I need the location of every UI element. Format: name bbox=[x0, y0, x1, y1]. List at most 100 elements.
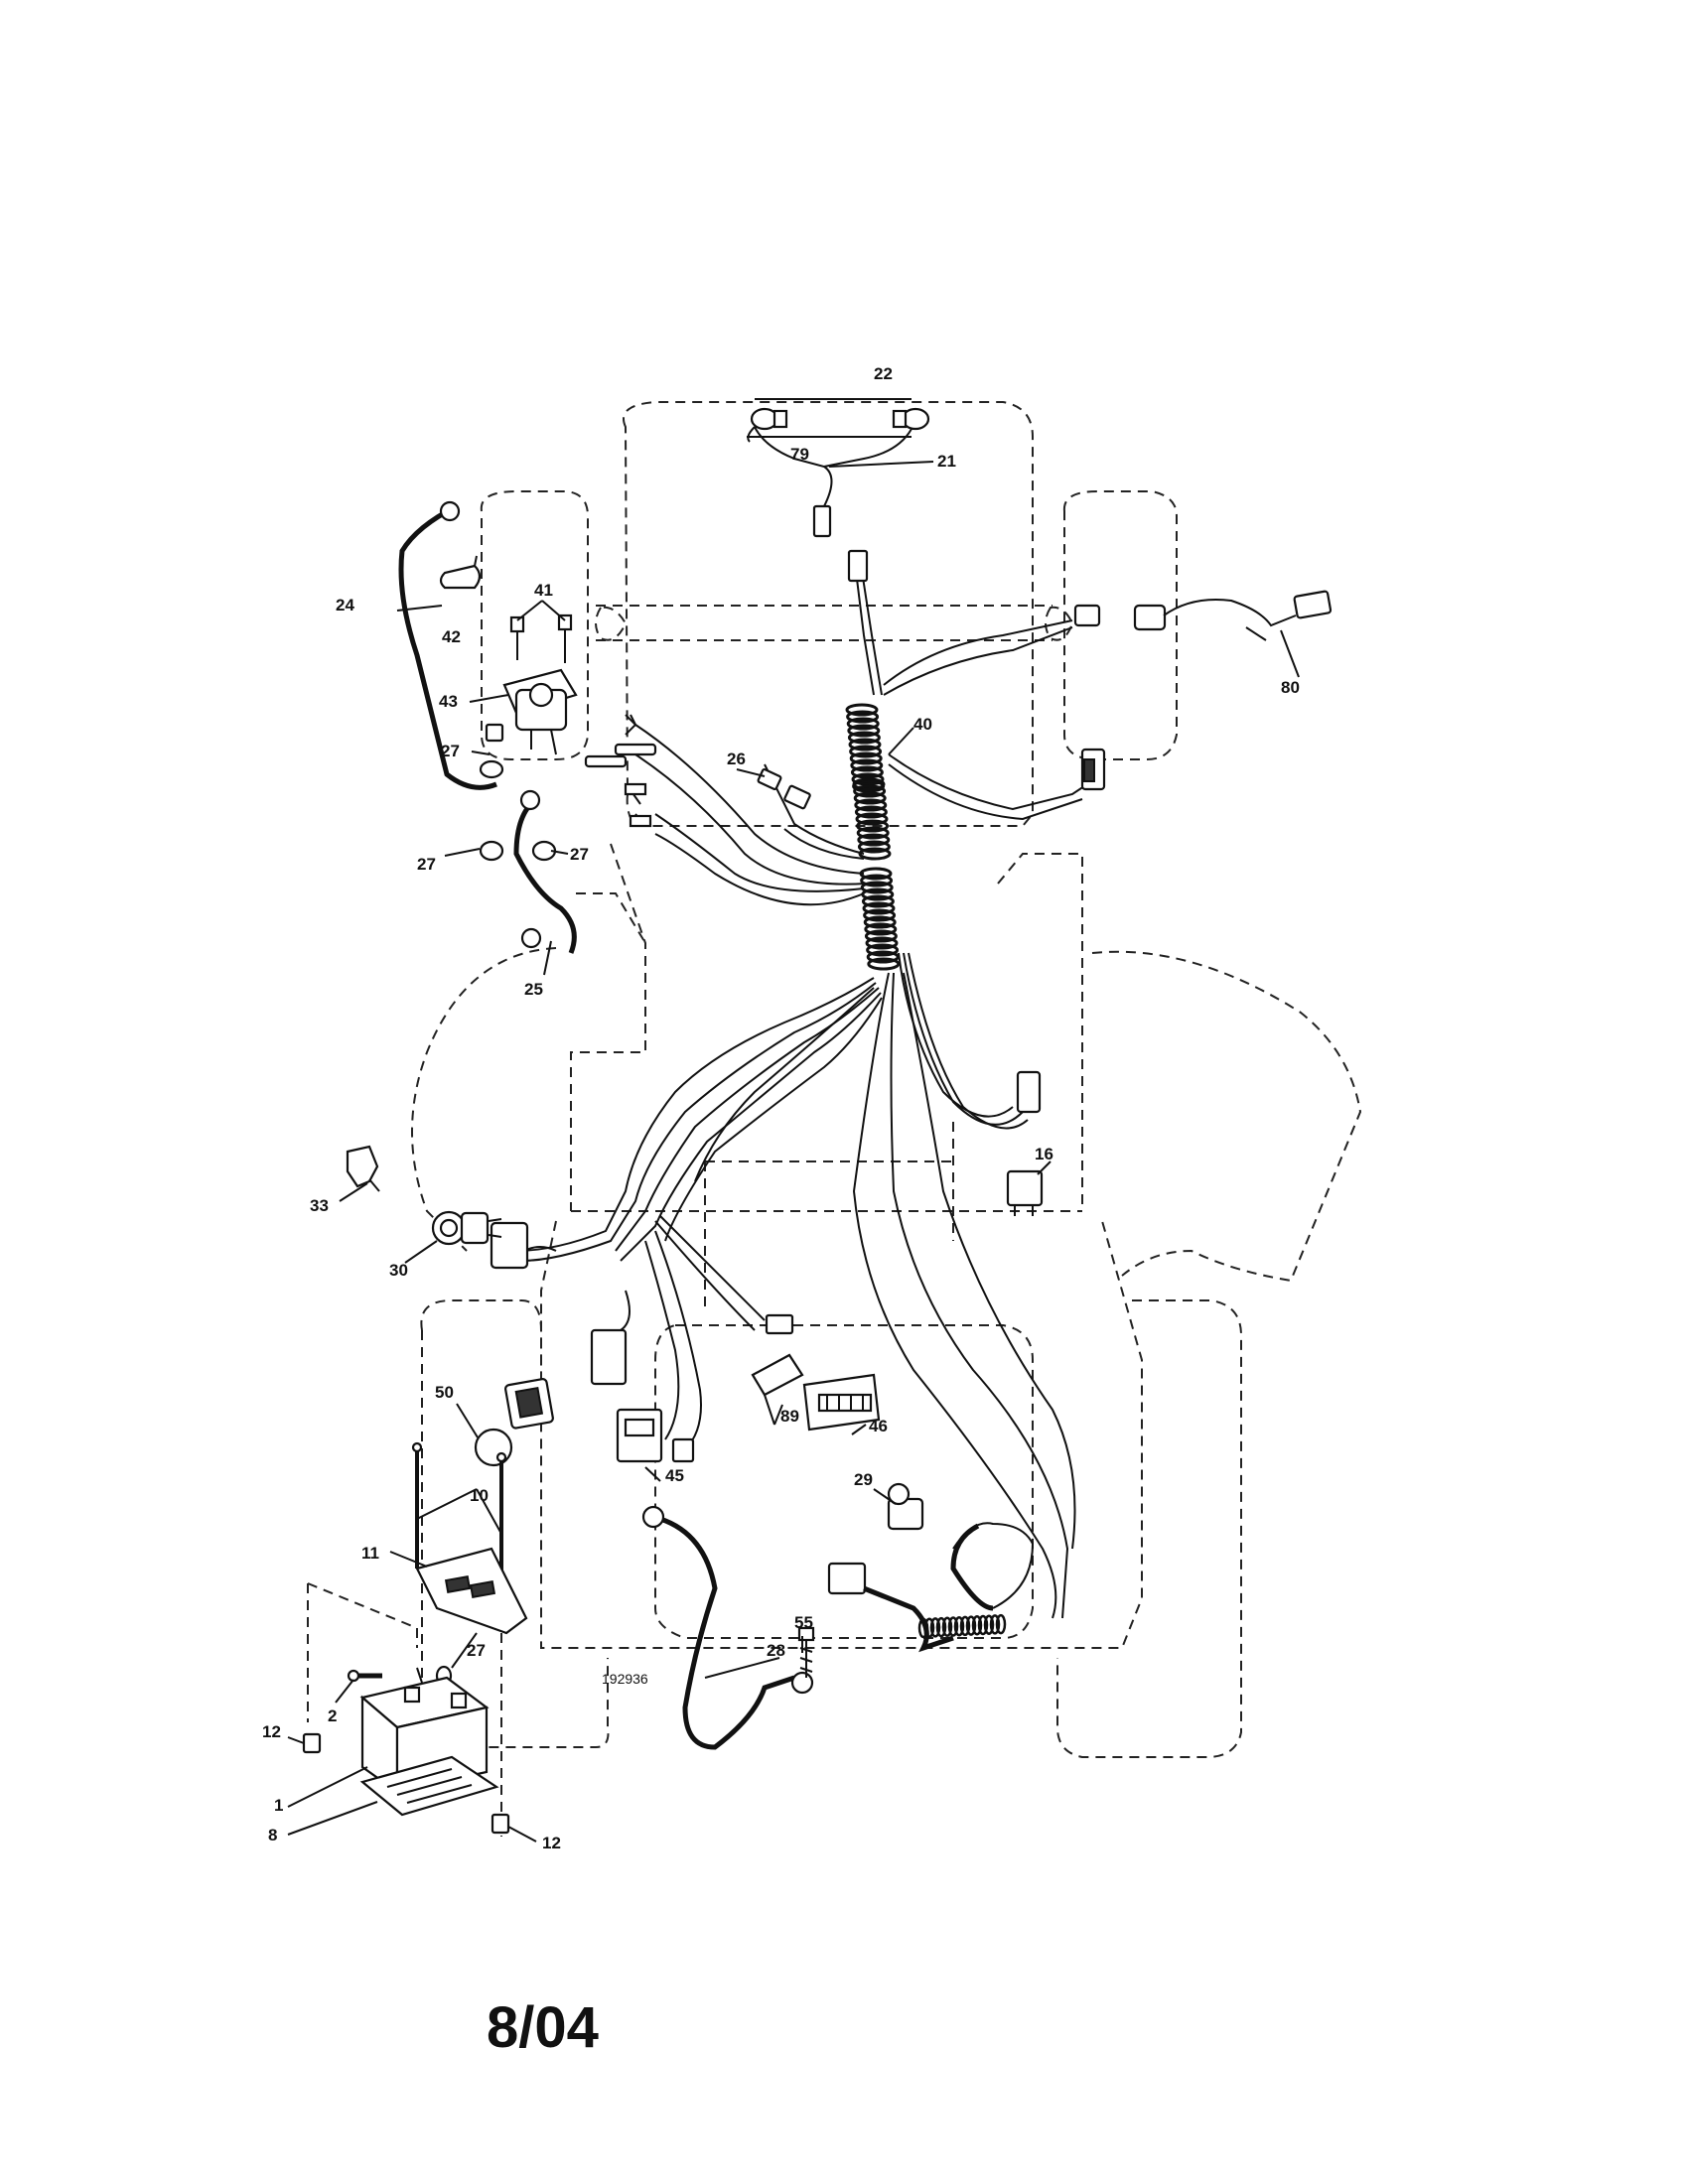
coil-ring bbox=[867, 957, 901, 971]
callout-41: 41 bbox=[534, 581, 553, 600]
callout-89: 89 bbox=[780, 1407, 799, 1426]
coil-ring bbox=[965, 1615, 977, 1636]
coil-ring bbox=[861, 894, 895, 908]
callout-30: 30 bbox=[389, 1261, 408, 1280]
hour-meter-45 bbox=[616, 1408, 663, 1482]
battery-cables bbox=[398, 500, 994, 1750]
coil-ring bbox=[929, 1617, 941, 1638]
coil-ring bbox=[845, 703, 879, 717]
coil-ring bbox=[977, 1614, 989, 1636]
coil-ring bbox=[865, 936, 899, 950]
callout-26: 26 bbox=[727, 750, 746, 768]
coil-ring bbox=[849, 745, 883, 758]
coil-ring bbox=[856, 826, 890, 840]
coil-ring bbox=[860, 881, 894, 894]
part-80-harness bbox=[1133, 590, 1333, 631]
coil-ring bbox=[947, 1616, 959, 1637]
callout-79: 79 bbox=[790, 445, 809, 464]
callout-43: 43 bbox=[439, 692, 458, 711]
callout-42: 42 bbox=[442, 627, 461, 646]
battery-bracket-11 bbox=[415, 1547, 528, 1635]
coil-ring bbox=[846, 710, 880, 724]
coil-ring bbox=[864, 922, 898, 936]
coil-ring bbox=[959, 1615, 971, 1637]
callout-12-left: 12 bbox=[262, 1722, 281, 1741]
coil-ring bbox=[854, 805, 888, 819]
coil-ring bbox=[849, 751, 883, 765]
callout-28: 28 bbox=[767, 1641, 785, 1660]
coil-ring bbox=[923, 1617, 935, 1638]
coil-ring bbox=[860, 874, 894, 887]
leader-lines bbox=[287, 398, 1300, 1843]
callout-21: 21 bbox=[937, 452, 956, 471]
coil-ring bbox=[862, 901, 896, 915]
coil-ring bbox=[941, 1616, 953, 1638]
solenoid-43 bbox=[485, 668, 578, 755]
callout-33: 33 bbox=[310, 1196, 329, 1215]
coil-ring bbox=[857, 840, 891, 854]
clip-42 bbox=[439, 555, 482, 590]
coil-ring bbox=[857, 833, 891, 847]
seat-coil-harness bbox=[863, 1522, 1035, 1653]
callout-27-battery: 27 bbox=[467, 1641, 486, 1660]
coil-ring bbox=[850, 765, 884, 779]
callout-11: 11 bbox=[361, 1544, 379, 1563]
coil-ring bbox=[983, 1614, 995, 1635]
coil-ring bbox=[859, 867, 893, 881]
callout-46: 46 bbox=[869, 1417, 888, 1435]
coil-ring bbox=[861, 887, 895, 901]
coil-ring bbox=[953, 1615, 965, 1637]
main-harness-wires bbox=[515, 426, 1088, 1619]
ignition-switch-30 bbox=[431, 1210, 502, 1246]
callout-40: 40 bbox=[913, 715, 932, 734]
coil-ring bbox=[854, 798, 888, 812]
bolt-55 bbox=[797, 1626, 815, 1678]
coil-ring bbox=[858, 847, 892, 861]
callout-25: 25 bbox=[524, 980, 543, 999]
coil-ring bbox=[935, 1616, 947, 1638]
coil-ring bbox=[853, 784, 887, 798]
coil-ring bbox=[846, 717, 880, 731]
coil-ring bbox=[866, 943, 900, 957]
callout-29: 29 bbox=[854, 1470, 873, 1489]
callout-45: 45 bbox=[665, 1466, 684, 1485]
bolt-2 bbox=[347, 1667, 423, 1684]
seat-switch-16 bbox=[1006, 1169, 1044, 1216]
coil-ring bbox=[864, 929, 898, 943]
coil-ring bbox=[866, 950, 900, 964]
drawing-number: 192936 bbox=[602, 1671, 648, 1687]
callout-16: 16 bbox=[1035, 1145, 1053, 1163]
callout-12-right: 12 bbox=[542, 1834, 561, 1852]
headlight-bulbs-22 bbox=[750, 407, 930, 538]
relay-33 bbox=[346, 1145, 380, 1192]
coil-ring bbox=[971, 1615, 983, 1636]
callout-2: 2 bbox=[328, 1706, 337, 1725]
coil-ring bbox=[856, 819, 890, 833]
coil-ring bbox=[989, 1614, 1001, 1635]
callout-8: 8 bbox=[268, 1826, 277, 1844]
coil-ring bbox=[855, 812, 889, 826]
tractor-outline bbox=[307, 401, 1362, 1837]
fuse-holders bbox=[584, 714, 657, 828]
date-code: 8/04 bbox=[487, 1995, 599, 2060]
coil-ring bbox=[847, 731, 881, 745]
callout-10: 10 bbox=[470, 1486, 489, 1505]
bolts-41 bbox=[509, 614, 573, 663]
coil-ring bbox=[853, 791, 887, 805]
coiled-loom-40 bbox=[845, 703, 901, 971]
coil-ring bbox=[995, 1613, 1007, 1635]
callout-27-left: 27 bbox=[417, 855, 436, 874]
callout-22: 22 bbox=[874, 364, 893, 383]
coil-ring bbox=[851, 772, 885, 786]
coil-ring bbox=[852, 777, 886, 791]
callout-55: 55 bbox=[794, 1613, 813, 1632]
coil-ring bbox=[848, 738, 882, 751]
connector-26 bbox=[757, 767, 811, 810]
coil-ring bbox=[917, 1617, 929, 1639]
nuts-12 bbox=[302, 1732, 510, 1835]
callout-50: 50 bbox=[435, 1383, 454, 1402]
callout-27-right: 27 bbox=[570, 845, 589, 864]
gauge-89-46 bbox=[751, 1353, 881, 1432]
coil-ring bbox=[850, 758, 884, 772]
